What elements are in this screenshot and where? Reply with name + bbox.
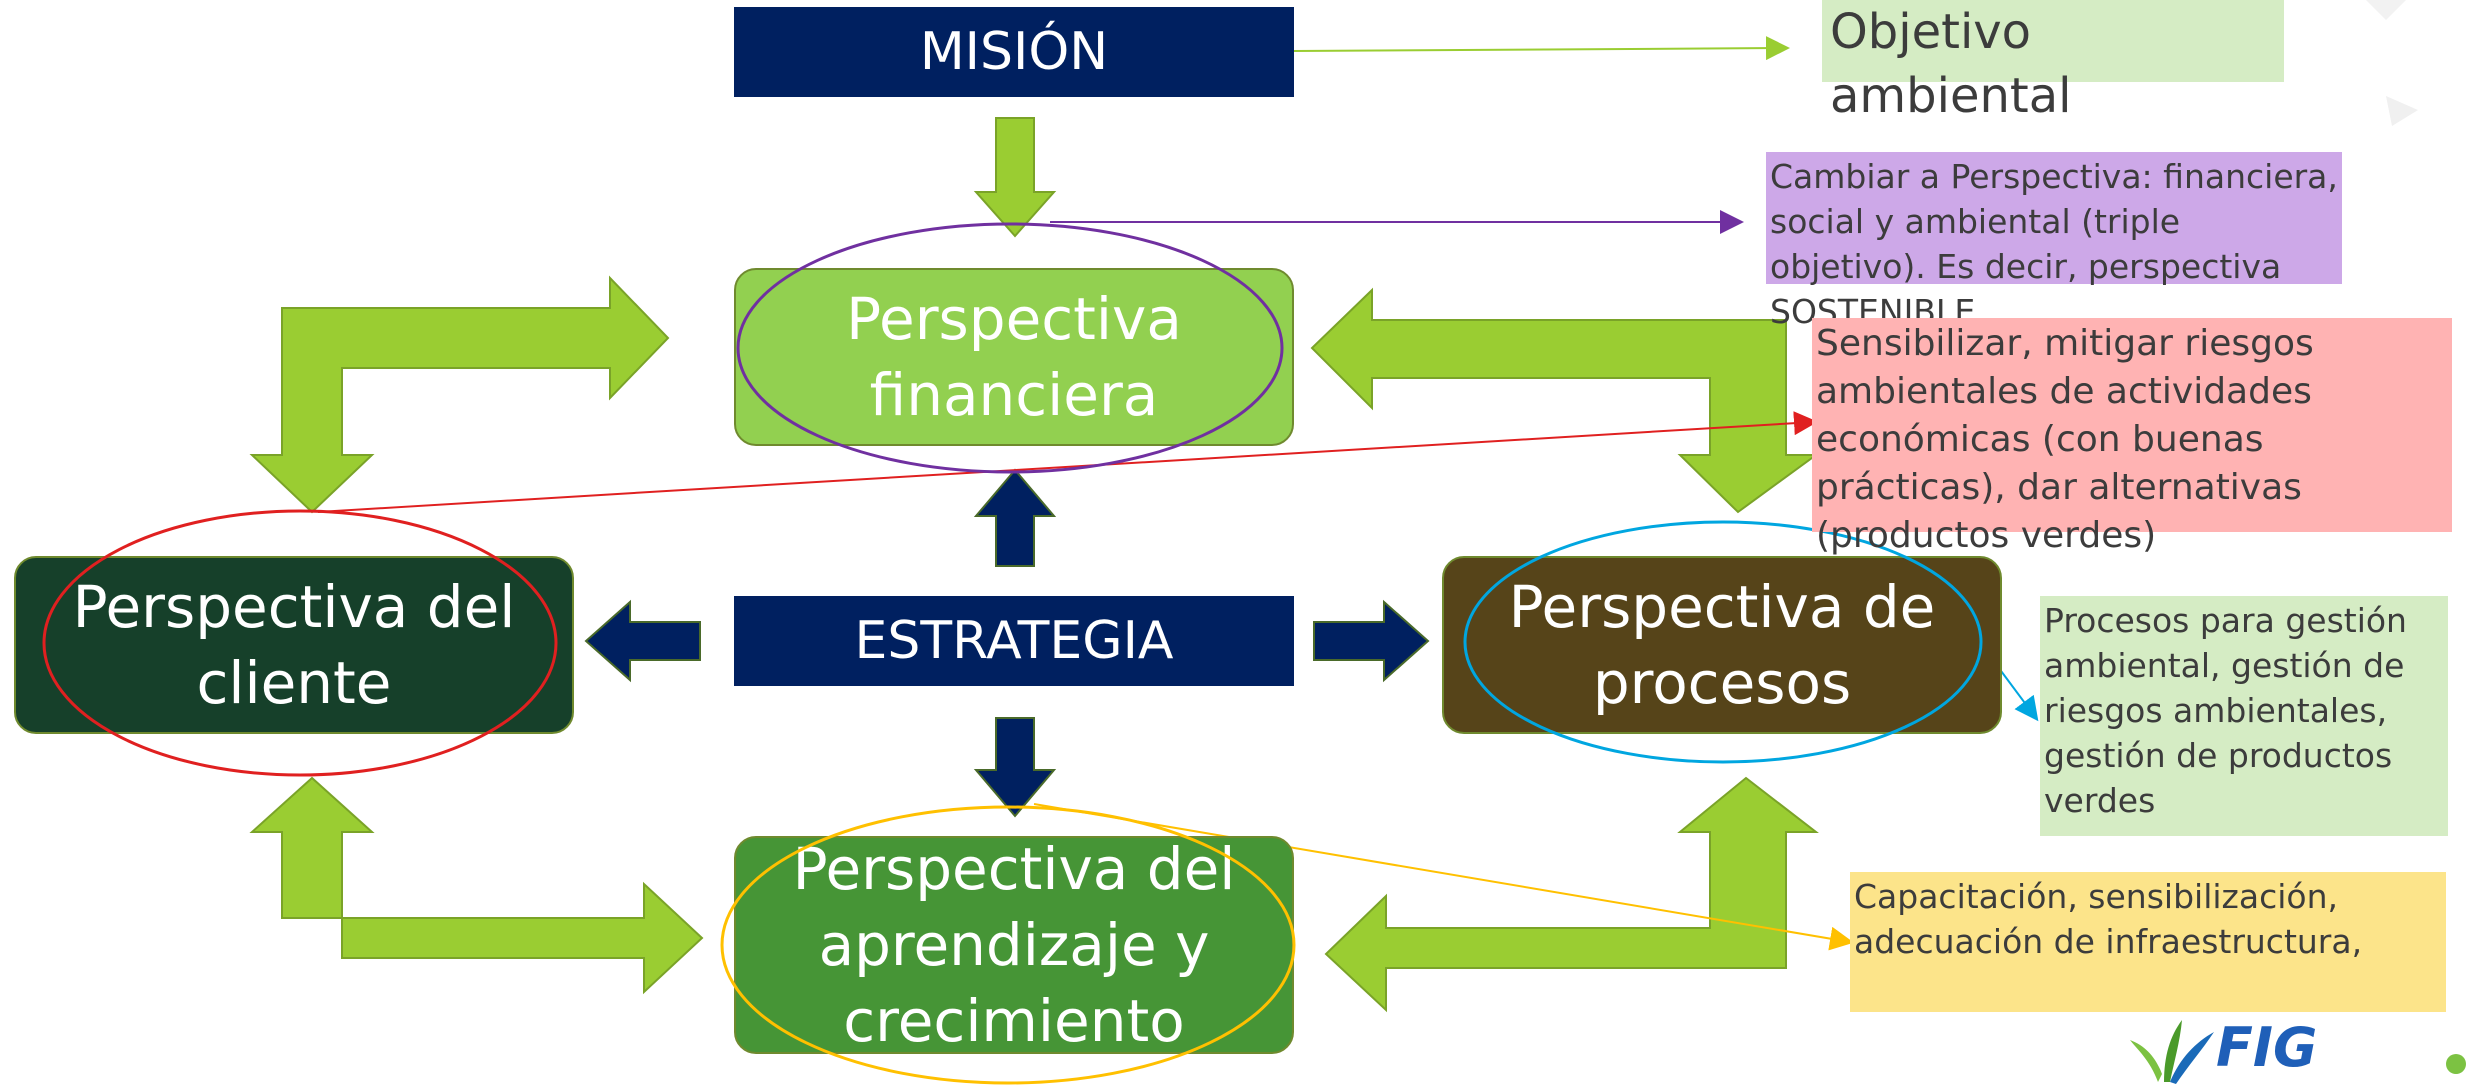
processes-line-1: Perspectiva de xyxy=(1508,573,1936,641)
mission-note: Objetivo ambiental xyxy=(1822,0,2284,124)
customer-note: Sensibilizar, mitigar riesgos ambientale… xyxy=(1812,318,2452,556)
mission-note-text: Objetivo ambiental xyxy=(1830,4,2072,124)
customer-line-1: Perspectiva del xyxy=(72,573,516,641)
learning-perspective-box: Perspectiva del aprendizaje y crecimient… xyxy=(734,835,1294,1055)
arrow-strategy-right xyxy=(1313,599,1430,683)
bent-arrow-learning-processes xyxy=(1324,776,1819,1013)
bent-arrow-financial-to-processes xyxy=(1310,287,1820,514)
mission-label: MISIÓN xyxy=(919,22,1109,82)
strategy-label: ESTRATEGIA xyxy=(854,611,1174,671)
processes-perspective-box: Perspectiva de procesos xyxy=(1442,556,2002,734)
arrow-strategy-down xyxy=(973,717,1057,818)
fig-logo: FIG xyxy=(2128,1012,2358,1085)
financial-perspective-box: Perspectiva financiera xyxy=(734,268,1294,446)
mission-box: MISIÓN xyxy=(734,7,1294,97)
learning-note: Capacitación, sensibilización, adecuació… xyxy=(1850,872,2446,1012)
connector-mission-note xyxy=(1293,36,1790,61)
customer-line-2: cliente xyxy=(196,649,392,717)
customer-perspective-box: Perspectiva del cliente xyxy=(14,556,574,734)
financial-note: Cambiar a Perspectiva: financiera, socia… xyxy=(1766,152,2342,331)
arrow-strategy-left xyxy=(584,599,701,683)
corner-decoration xyxy=(2366,0,2418,126)
learning-line-1: Perspectiva del xyxy=(792,835,1236,903)
processes-line-2: procesos xyxy=(1592,649,1852,717)
corner-dot xyxy=(2446,1054,2466,1074)
processes-note-text: Procesos para gestión ambiental, gestión… xyxy=(2044,601,2407,820)
customer-note-text: Sensibilizar, mitigar riesgos ambientale… xyxy=(1816,323,2314,556)
arrow-mission-to-financial xyxy=(973,117,1057,238)
financial-note-text: Cambiar a Perspectiva: financiera, socia… xyxy=(1770,157,2338,331)
learning-line-3: crecimiento xyxy=(843,987,1185,1055)
learning-note-text: Capacitación, sensibilización, adecuació… xyxy=(1854,877,2363,961)
strategy-box: ESTRATEGIA xyxy=(734,596,1294,686)
fig-leaf-icon xyxy=(2130,1020,2214,1084)
processes-note: Procesos para gestión ambiental, gestión… xyxy=(2040,596,2448,836)
bent-arrow-learning-customer xyxy=(249,776,704,995)
learning-line-2: aprendizaje y xyxy=(818,911,1210,979)
financial-line-1: Perspectiva xyxy=(846,285,1182,353)
fig-logo-text: FIG xyxy=(2216,1016,2318,1079)
bent-arrow-customer-to-financial xyxy=(249,275,670,514)
financial-line-2: financiera xyxy=(869,361,1159,429)
arrow-strategy-up xyxy=(973,468,1057,567)
